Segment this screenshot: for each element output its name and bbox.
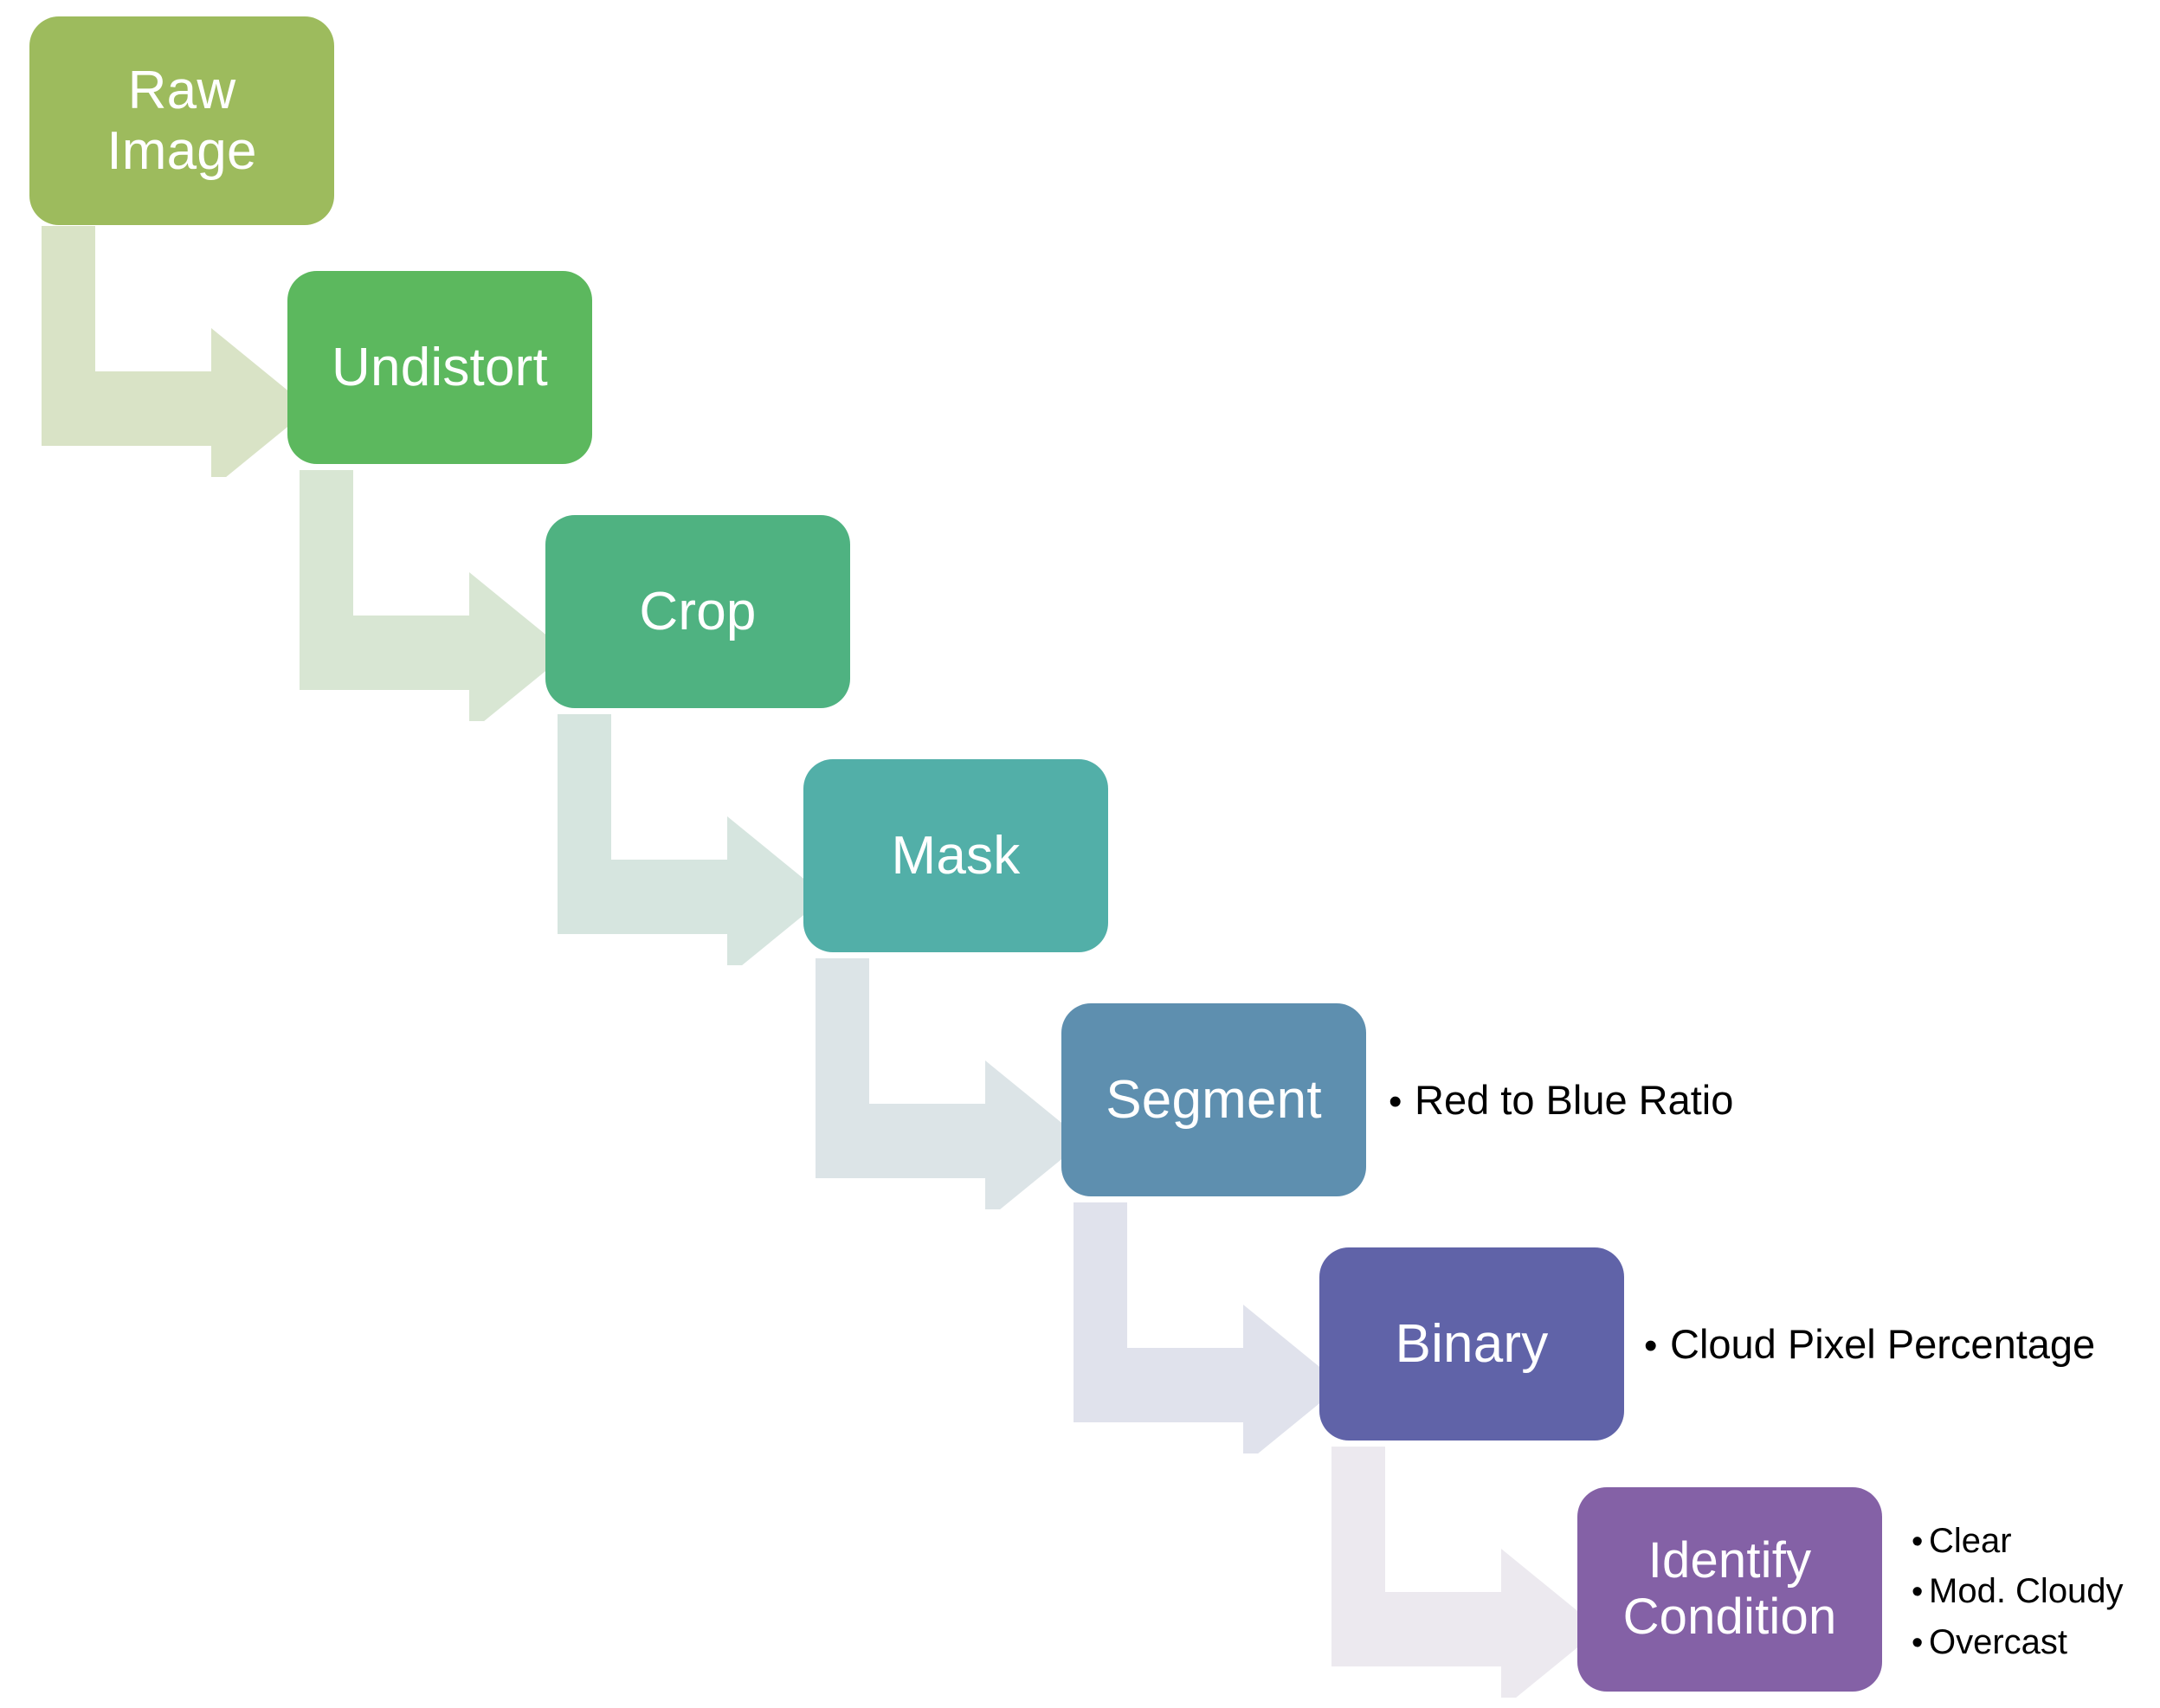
bullet-icon: • (1912, 1574, 1924, 1611)
annotation-item: •Mod. Cloudy (1912, 1566, 2124, 1616)
annotation-item: • Red to Blue Ratio (1389, 1076, 1733, 1124)
annotation-label: Clear (1929, 1522, 2012, 1560)
process-node-crop[interactable]: Crop (545, 515, 850, 708)
bullet-icon: • (1912, 1624, 1924, 1661)
arrow-crop-to-mask (558, 714, 826, 965)
annotation-item: •Overcast (1912, 1617, 2124, 1667)
bullet-icon: • (1389, 1080, 1402, 1123)
arrow-binary-to-identify-condition (1331, 1447, 1600, 1698)
annotation-label: Mod. Cloudy (1929, 1572, 2124, 1611)
bullet-icon: • (1912, 1524, 1924, 1560)
annotation-identify-condition-output: •Clear•Mod. Cloudy•Overcast (1912, 1516, 2124, 1667)
annotation-label: Overcast (1929, 1622, 2068, 1661)
arrow-mask-to-segment (816, 958, 1084, 1209)
process-node-mask[interactable]: Mask (803, 759, 1108, 952)
annotation-item: • Cloud Pixel Percentage (1644, 1320, 2095, 1368)
annotation-label: Red to Blue Ratio (1415, 1077, 1734, 1123)
annotation-label: Cloud Pixel Percentage (1670, 1321, 2096, 1367)
process-node-identify-condition[interactable]: Identify Condition (1577, 1487, 1882, 1692)
annotation-binary-output: • Cloud Pixel Percentage (1644, 1320, 2095, 1368)
bullet-icon: • (1644, 1325, 1658, 1367)
annotation-segment-output: • Red to Blue Ratio (1389, 1076, 1733, 1124)
arrow-raw-image-to-undistort (42, 226, 310, 477)
process-node-segment[interactable]: Segment (1061, 1003, 1366, 1196)
annotation-item: •Clear (1912, 1516, 2124, 1566)
arrow-segment-to-binary (1074, 1202, 1342, 1453)
process-node-binary[interactable]: Binary (1319, 1247, 1624, 1441)
arrow-undistort-to-crop (300, 470, 568, 721)
process-node-undistort[interactable]: Undistort (287, 271, 592, 464)
process-node-raw-image[interactable]: Raw Image (29, 16, 334, 225)
